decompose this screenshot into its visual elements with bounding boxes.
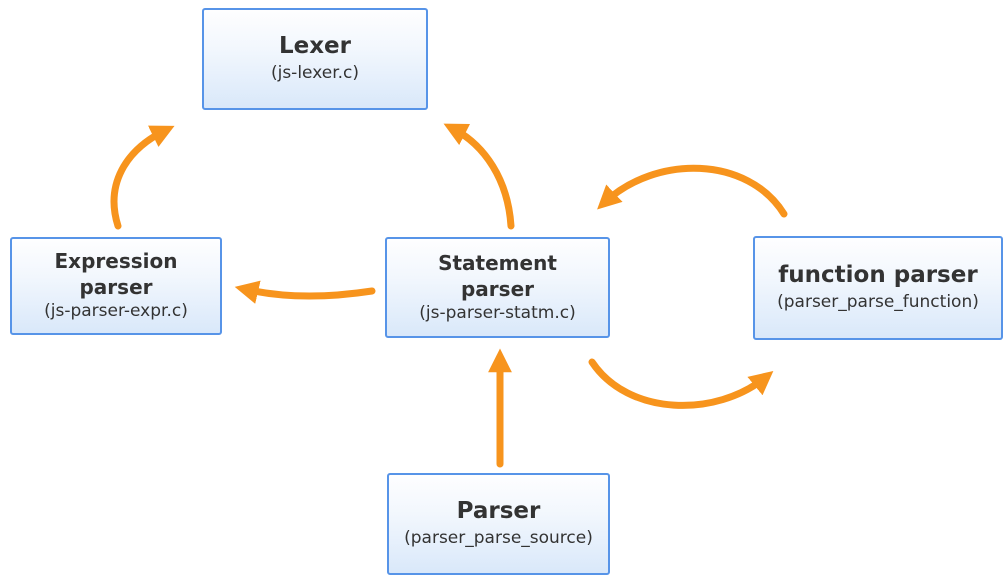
node-lexer-subtitle: (js-lexer.c) (270, 63, 360, 84)
arrow-statement-parser-to-function-parser (588, 358, 774, 409)
node-function-parser: function parser (parser_parse_function) (753, 236, 1003, 340)
node-function-parser-subtitle: (parser_parse_function) (777, 292, 979, 313)
node-expression-parser: Expression parser (js-parser-expr.c) (10, 237, 222, 335)
arrow-statement-parser-to-expression-parser (234, 280, 376, 304)
node-parser-title: Parser (456, 498, 541, 525)
node-lexer-title: Lexer (278, 33, 352, 60)
arrow-function-parser-to-statement-parser (597, 164, 788, 218)
node-expression-parser-title: Expression parser (54, 249, 178, 300)
node-function-parser-title: function parser (778, 262, 978, 289)
arrow-expression-parser-to-lexer (110, 125, 175, 230)
node-statement-parser-subtitle: (js-parser-statm.c) (419, 302, 576, 323)
node-statement-parser: Statement parser (js-parser-statm.c) (385, 237, 610, 338)
arrow-statement-parser-to-lexer (443, 123, 515, 230)
node-parser-subtitle: (parser_parse_source) (404, 528, 593, 549)
node-statement-parser-title: Statement parser (438, 250, 557, 301)
node-parser: Parser (parser_parse_source) (387, 473, 610, 575)
node-lexer: Lexer (js-lexer.c) (202, 8, 428, 110)
node-expression-parser-subtitle: (js-parser-expr.c) (44, 301, 188, 322)
